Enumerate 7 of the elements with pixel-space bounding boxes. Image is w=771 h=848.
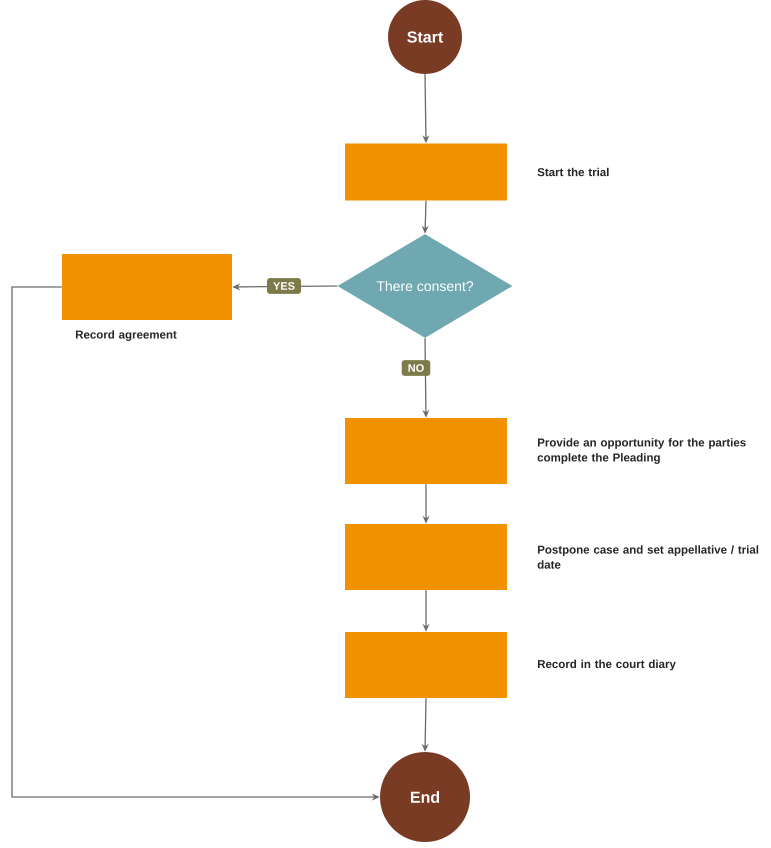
step-description: Record in the court diary [538,660,676,670]
step-description: Provide an opportunity for the parties complete the Pleading [538,438,746,464]
step-description: Record agreement [76,330,177,341]
edge-label: NO [402,360,430,376]
edge-label: YES [267,278,301,294]
step-description: Postpone case and set appellative / trial date [538,545,758,569]
step-description: Start the trial [538,168,609,176]
